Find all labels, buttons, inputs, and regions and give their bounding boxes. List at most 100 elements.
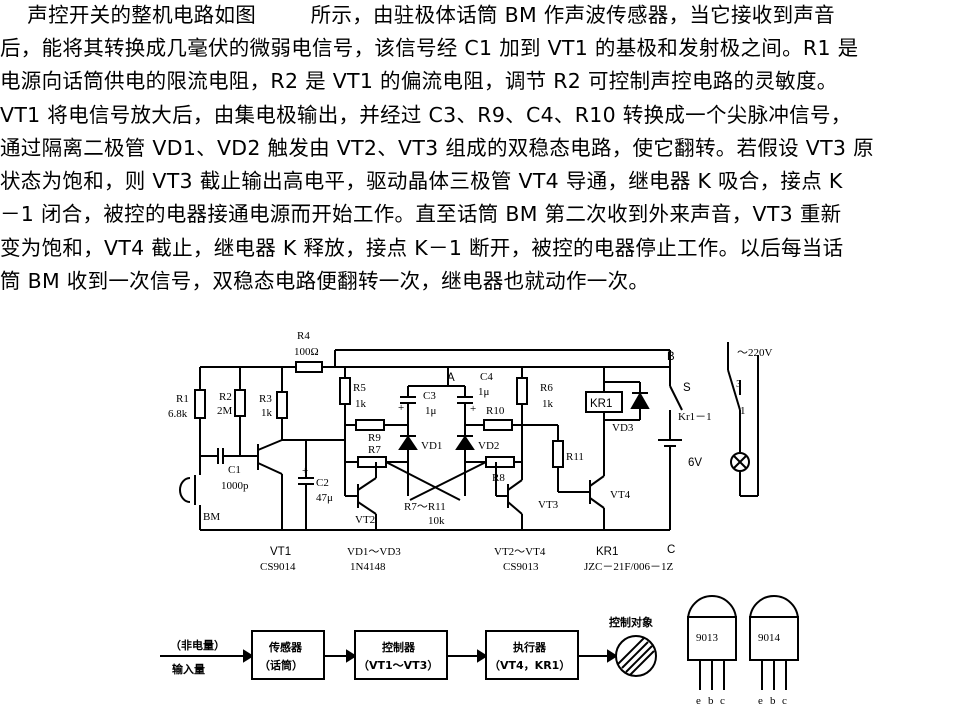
transistor-pinout-9013 (687, 595, 737, 690)
kr1-1-label: Kr1－1 (678, 411, 712, 423)
node-b-label: B (667, 351, 675, 363)
bm-label: BM (203, 511, 220, 523)
diode-vd3 (630, 382, 650, 420)
c2-label: C2 (316, 477, 329, 489)
resistor-r4 (295, 361, 323, 373)
r7-r11-value: 10k (428, 515, 445, 527)
c1-label: C1 (228, 464, 241, 476)
block-target: 控制对象 (609, 615, 653, 629)
c3-value: 1μ (425, 405, 437, 417)
paragraph-line: VT1 将电信号放大后，由集电极输出，并经过 C3、R9、C4、R10 转换成一… (0, 103, 852, 127)
vd-type: 1N4148 (350, 561, 386, 573)
paragraph-line: 通过隔离二极管 VD1、VD2 触发由 VT2、VT3 组成的双稳态电路，使它翻… (0, 136, 874, 160)
resistor-r5 (339, 367, 351, 496)
r3-label: R3 (259, 393, 272, 405)
r6-value: 1k (542, 398, 554, 410)
relay-coil-kr1 (585, 367, 640, 421)
paragraph-line: 后，能将其转换成几毫伏的微弱电信号，该信号经 C1 加到 VT1 的基极和发射极… (0, 36, 859, 60)
power-branch (658, 375, 683, 480)
vt3-label: VT3 (538, 499, 559, 511)
block-sensor-sub: （话筒） (259, 658, 303, 672)
resistor-r3 (276, 380, 288, 440)
transistor-vt2 (345, 462, 377, 530)
pin-e: e (696, 695, 701, 707)
c1-value: 1000p (221, 480, 249, 492)
capacitor-c2 (298, 439, 345, 530)
block-actuator: 执行器 (513, 640, 547, 654)
vd1-label: VD1 (421, 440, 442, 452)
r2-label: R2 (219, 391, 232, 403)
r7-label: R7 (368, 444, 381, 456)
c3-label: C3 (423, 390, 436, 402)
vd3-label: VD3 (612, 422, 634, 434)
switch-s-label: S (683, 382, 691, 394)
r8-label: R8 (492, 472, 505, 484)
r5-label: R5 (353, 382, 366, 394)
r5-value: 1k (355, 398, 367, 410)
microphone-bm (179, 456, 201, 530)
resistor-r2 (234, 367, 246, 456)
c2-value: 47μ (316, 492, 333, 504)
resistor-r8 (465, 456, 522, 468)
c2-plus: + (302, 465, 308, 477)
pin-c: c (782, 695, 787, 707)
block-diagram (160, 630, 657, 680)
block-controller: 控制器 (382, 640, 416, 654)
paragraph-line: －1 闭合，被控的电器接通电源而开始工作。直至话筒 BM 第二次收到外来声音，V… (0, 202, 842, 226)
pinout-9013-label: 9013 (696, 632, 719, 644)
transistor-vt1 (257, 439, 306, 530)
paragraph-line: 筒 BM 收到一次信号，双稳态电路便翻转一次，继电器也就动作一次。 (0, 269, 650, 293)
block-controller-sub: （VT1～VT3） (358, 659, 438, 672)
r7-r11-range: R7～R11 (404, 501, 446, 513)
paragraph-line: 电源向话筒供电的限流电阻，R2 是 VT1 的偏流电阻，调节 R2 可控制声控电… (0, 69, 838, 93)
bottom-rail (200, 480, 671, 531)
vt4-label: VT4 (610, 489, 631, 501)
pin-e: e (758, 695, 763, 707)
cross-coupling (385, 461, 487, 501)
r2-value: 2M (217, 405, 233, 417)
paragraph-line: 变为饱和，VT4 截止，继电器 K 释放，接点 K－1 断开，被控的电器停止工作… (0, 236, 844, 260)
block-input-bottom: 输入量 (172, 662, 205, 676)
vt2-label: VT2 (355, 514, 375, 526)
paragraph-line: 声控开关的整机电路如图 所示，由驻极体话筒 BM 作声波传感器，当它接收到声音 (0, 3, 835, 27)
vt1-caption: VT1 (270, 546, 291, 558)
r3-value: 1k (261, 407, 273, 419)
vt-range: VT2～VT4 (494, 546, 546, 558)
c4-value: 1μ (478, 386, 490, 398)
pinout-9014-label: 9014 (758, 632, 781, 644)
r10-label: R10 (486, 405, 505, 417)
r4-label: R4 (297, 330, 310, 342)
resistor-r9 (345, 419, 408, 431)
mains-circuit (727, 342, 759, 497)
c4-label: C4 (480, 371, 493, 383)
vt1-type: CS9014 (260, 561, 296, 573)
pin-b: b (770, 695, 776, 707)
vt-type: CS9013 (503, 561, 539, 573)
pin-c: c (720, 695, 725, 707)
contact-3-label: 3 (736, 378, 742, 390)
r11-label: R11 (566, 451, 584, 463)
relay-type: JZC－21F/006－1Z (584, 561, 674, 573)
r6-label: R6 (540, 382, 553, 394)
vd2-label: VD2 (478, 440, 499, 452)
svg-text:+: + (398, 402, 404, 414)
capacitor-c3 (400, 385, 448, 425)
r9-label: R9 (368, 432, 381, 444)
resistor-r11 (522, 424, 590, 493)
diode-vd2 (455, 425, 475, 496)
capacitor-c4 (457, 386, 473, 425)
block-input-top: （非电量） (170, 638, 225, 652)
r4-value: 100Ω (294, 346, 319, 358)
pin-b: b (708, 695, 714, 707)
relay-name: KR1 (596, 546, 618, 558)
mains-label: ～220V (737, 347, 772, 359)
node-c-label: C (667, 544, 675, 556)
diode-vd1 (398, 425, 418, 496)
r1-value: 6.8k (168, 408, 188, 420)
kr1-label: KR1 (590, 398, 612, 410)
paragraph-line: 状态为饱和，则 VT3 截止输出高电平，驱动晶体三极管 VT4 导通，继电器 K… (0, 169, 843, 193)
block-sensor: 传感器 (268, 640, 303, 654)
transistor-vt4 (589, 420, 605, 530)
transistor-vt3 (495, 462, 523, 530)
